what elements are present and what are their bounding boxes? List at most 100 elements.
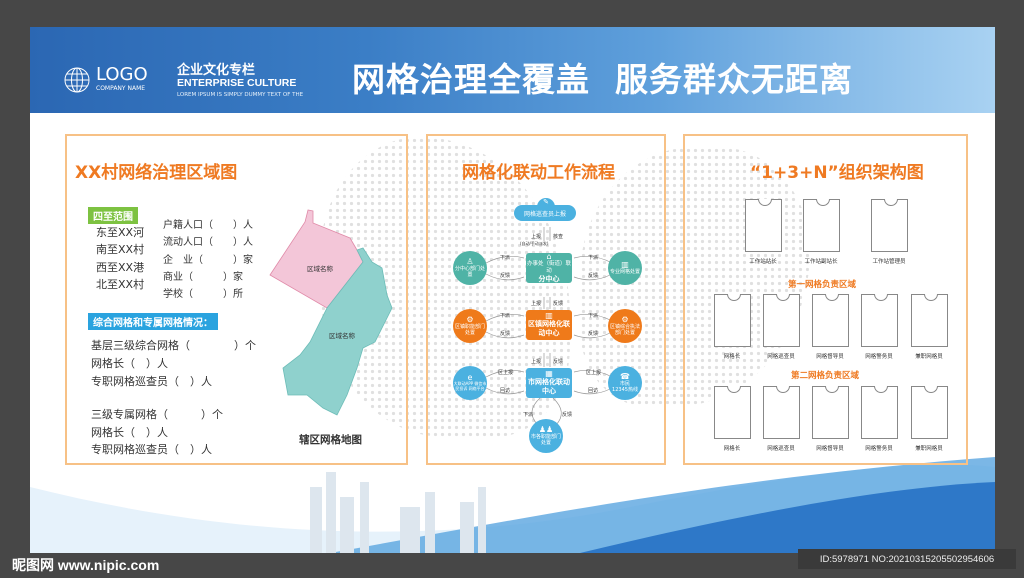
grid-line: 基层三级综合网格（ ）个 xyxy=(91,339,256,352)
area1-title: 第一网格负责区域 xyxy=(788,280,857,290)
poster-board: LOGO COMPANY NAME 企业文化专栏 ENTERPRISE CULT… xyxy=(30,27,995,553)
stat-businesses: 商业（ ）家 xyxy=(163,272,243,283)
role-label: 工作站站长 xyxy=(749,259,777,265)
boundary-north: 北至XX村 xyxy=(96,278,145,291)
photo-card xyxy=(871,199,908,252)
role-label: 兼职网格员 xyxy=(915,446,943,452)
map-caption: 辖区网格地图 xyxy=(299,434,362,446)
node-district-center: ▥区镇网格化联动中心 xyxy=(526,310,572,340)
logo-text: LOGO xyxy=(96,64,148,85)
left-panel-title: XX村网络治理区域图 xyxy=(75,163,238,183)
node-label: 办事处（街道）联动 xyxy=(526,260,571,274)
node-label: 区镇网格化联动中心 xyxy=(528,320,570,337)
grid-line: 网格长（ ）人 xyxy=(91,357,168,370)
gears-icon: ⚙ xyxy=(466,315,474,324)
photo-card xyxy=(861,294,898,347)
role-label: 网格巡查员 xyxy=(767,446,795,452)
right-panel-title: “1+3+N”组织架构图 xyxy=(750,163,924,183)
jurisdiction-map xyxy=(269,209,393,416)
arrow-label: 下派 xyxy=(588,313,599,319)
photo-card xyxy=(911,294,948,347)
grid-line: 专职网格巡查员（ ）人 xyxy=(91,375,212,388)
node-label: 专业网格处置 xyxy=(609,269,640,275)
stat-schools: 学校（ ）所 xyxy=(163,289,243,300)
middle-panel-title: 网格化联动工作流程 xyxy=(462,163,615,183)
arrow-label: 反馈 xyxy=(588,273,599,279)
grid-info-label: 综合网格和专属网格情况： xyxy=(88,313,218,330)
org-chart-panel xyxy=(683,134,968,465)
role-label: 网格长 xyxy=(723,354,741,360)
map-region-teal xyxy=(282,247,393,416)
node-subcenter-departments: ♙分中心部门处置 xyxy=(453,251,487,285)
role-label: 兼职网格员 xyxy=(915,354,943,360)
node-label: 市网格化联动中心 xyxy=(528,378,570,395)
column-title-en: ENTERPRISE CULTURE xyxy=(177,77,297,89)
role-label: 网格警务员 xyxy=(865,446,893,452)
node-city-center: ▦市网格化联动中心 xyxy=(526,368,572,398)
photo-card xyxy=(714,386,751,439)
company-name: COMPANY NAME xyxy=(96,85,146,92)
stat-floating-population: 流动人口（ ）人 xyxy=(163,237,253,248)
arrow-label: 区上报 xyxy=(498,370,514,376)
building-icon: ▦ xyxy=(545,369,553,379)
node-city-departments: ♟♟市各职能部门处置 xyxy=(529,419,563,453)
globe-logo-icon xyxy=(64,67,90,93)
photo-card xyxy=(714,294,751,347)
workflow-panel xyxy=(426,134,666,465)
node-label: 分中心 xyxy=(538,274,560,283)
arrow-label: 上报 xyxy=(531,359,542,365)
arrow-label: 反馈 xyxy=(553,359,564,365)
node-district-law-enforcement: ⚙区镇综合执法部门处置 xyxy=(608,309,642,343)
wave-decoration xyxy=(30,457,995,553)
role-label: 工作站管理员 xyxy=(872,259,906,265)
slogan: 网格治理全覆盖 服务群众无距离 xyxy=(352,60,853,99)
map-region-label: 区域名称 xyxy=(329,332,355,340)
arrow-label: 区上报 xyxy=(586,370,602,376)
arrow-label: 上报 xyxy=(531,301,542,307)
role-label: 网格督导员 xyxy=(816,354,844,360)
node-label: 市各职能部门处置 xyxy=(530,434,561,446)
watermark-site: 昵图网 www.nipic.com xyxy=(12,557,160,573)
role-label: 网格警务员 xyxy=(865,354,893,360)
grid-line: 网格长（ ）人 xyxy=(91,426,168,439)
boundary-south: 南至XX村 xyxy=(96,243,145,256)
node-subcenter: ⌂办事处（街道）联动分中心 xyxy=(526,251,572,283)
photo-card xyxy=(812,294,849,347)
boundary-west: 西至XX港 xyxy=(96,261,145,274)
node-district-departments: ⚙区镇职能部门处置 xyxy=(453,309,487,343)
inspector-icon: ✎ xyxy=(537,198,555,210)
people-icon: ♙ xyxy=(466,257,474,266)
photo-card xyxy=(803,199,840,252)
building-icon: ▥ xyxy=(545,311,553,321)
grid-line: 三级专属网格（ ）个 xyxy=(91,408,223,421)
house-icon: ⌂ xyxy=(546,251,552,261)
dispatch-note: (自动/手动派发) xyxy=(520,241,549,246)
node-label: 分中心部门处置 xyxy=(454,266,485,278)
building-icon: ▥ xyxy=(621,260,629,269)
area2-title: 第二网格负责区域 xyxy=(791,371,860,381)
people-group-icon: ♟♟ xyxy=(538,425,554,434)
gears-icon: ⚙ xyxy=(621,315,629,324)
photo-card xyxy=(812,386,849,439)
node-grid-inspector-report: 网格巡查员上报 xyxy=(514,205,576,221)
arrow-label-verify: 核查 xyxy=(553,234,564,240)
arrow-label: 反馈 xyxy=(562,412,573,418)
column-subtitle: LOREM IPSUM IS SIMPLY DUMMY TEXT OF THE xyxy=(177,92,304,98)
watermark-id: ID:5978971 NO:20210315205502954606 xyxy=(798,549,1016,569)
role-label: 网格督导员 xyxy=(816,446,844,452)
stat-registered-population: 户籍人口（ ）人 xyxy=(163,220,253,231)
phone-24-icon: ☎ xyxy=(620,372,630,381)
node-label: 12345热线 xyxy=(612,387,638,393)
node-label: 区镇综合执法部门处置 xyxy=(609,324,640,336)
arrow-label: 反馈 xyxy=(500,273,511,279)
region-map-panel xyxy=(65,134,408,465)
role-label: 网格长 xyxy=(723,446,741,452)
arrow-label: 反馈 xyxy=(500,331,511,337)
arrow-label-report: 上报 xyxy=(531,234,542,240)
arrow-label: 下派 xyxy=(588,255,599,261)
header-banner: LOGO COMPANY NAME 企业文化专栏 ENTERPRISE CULT… xyxy=(30,27,995,113)
photo-card xyxy=(745,199,782,252)
arrow-label: 下派 xyxy=(523,412,534,418)
